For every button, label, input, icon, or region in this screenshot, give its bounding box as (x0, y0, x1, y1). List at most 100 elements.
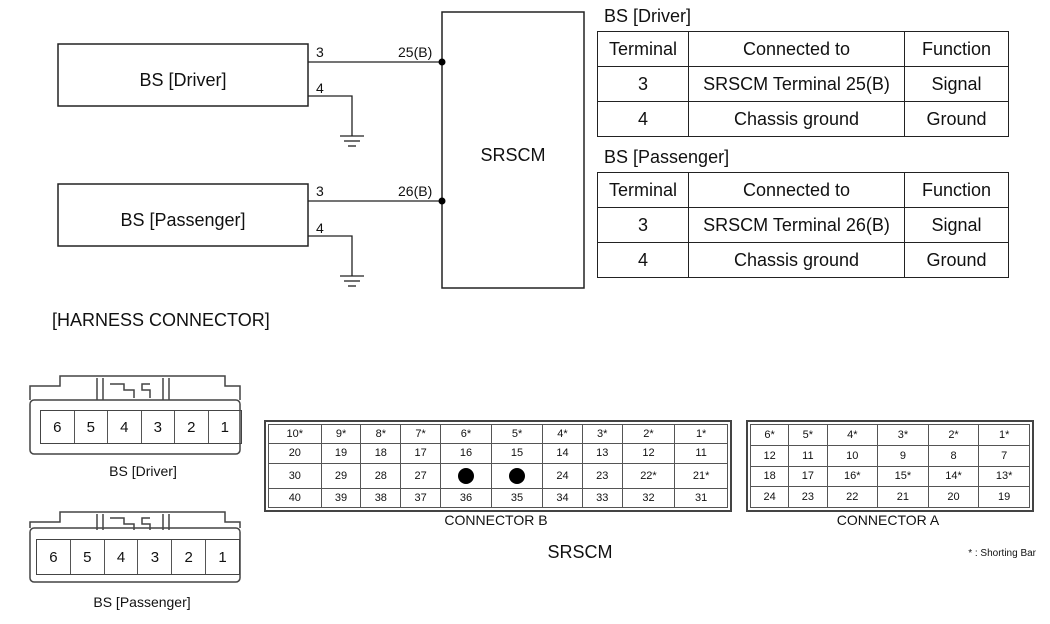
connector-pin: 13* (978, 465, 1030, 488)
srscm-box-frame (441, 11, 585, 289)
driver-terminal-table: Terminal Connected to Function 3 SRSCM T… (597, 31, 1009, 137)
connector-pin: 7* (400, 423, 441, 445)
table-header-row: Terminal Connected to Function (597, 31, 1009, 67)
passenger-pin-4-label: 4 (316, 220, 324, 236)
srscm-box-label: SRSCM (480, 145, 546, 165)
connector-pin: 9* (320, 423, 362, 445)
table-row: 4 Chassis ground Ground (597, 242, 1009, 278)
header-terminal: Terminal (597, 31, 689, 67)
table-row: 4 Chassis ground Ground (597, 101, 1009, 137)
connector-pin: 7 (978, 444, 1030, 467)
connector-pin: 38 (360, 487, 402, 509)
bs-driver-box-label: BS [Driver] (139, 70, 227, 90)
bs-passenger-connector-label: BS [Passenger] (93, 594, 191, 610)
connector-pin: 8 (927, 444, 980, 467)
connector-pin: 6* (749, 424, 790, 446)
connector-pin: 23 (788, 486, 828, 508)
connector-pin: 24 (749, 486, 790, 508)
connector-pin: 10 (826, 444, 879, 467)
driver-junction-dot (438, 58, 446, 66)
pin: 3 (138, 540, 173, 574)
connector-pin: 3* (877, 424, 929, 446)
connector-pin: 32 (621, 487, 676, 509)
connector-pin: 21 (877, 486, 929, 508)
header-function: Function (904, 172, 1009, 208)
connector-pin: 19 (320, 443, 362, 464)
bs-passenger-pin-row: 6 5 4 3 2 1 (36, 539, 240, 575)
cell: Chassis ground (688, 101, 905, 137)
pin: 2 (175, 411, 209, 443)
bs-driver-pin-row: 6 5 4 3 2 1 (40, 410, 242, 444)
connector-pin: 3* (581, 423, 623, 445)
header-function: Function (904, 31, 1009, 67)
connector-row: 6*5*4*3*2*1* (749, 424, 1030, 446)
pin: 5 (71, 540, 105, 574)
connector-pin: 29 (320, 462, 362, 489)
table-header-row: Terminal Connected to Function (597, 172, 1009, 208)
connector-pin: 34 (542, 487, 583, 509)
cell: 4 (597, 242, 689, 278)
connector-pin: 6* (439, 423, 493, 445)
pin-filled-dot (509, 467, 526, 484)
bs-passenger-connector-housing (29, 511, 241, 583)
driver-srscm-pin-label: 25(B) (398, 44, 433, 60)
pin: 6 (41, 411, 75, 443)
table-row: 3 SRSCM Terminal 26(B) Signal (597, 207, 1009, 243)
connector-pin: 16 (439, 443, 493, 464)
connector-pin: 33 (581, 487, 623, 509)
connector-pin: 14* (927, 465, 980, 488)
connector-pin: 14 (542, 443, 583, 464)
connector-pin: 35 (491, 487, 544, 509)
bs-passenger-box-label: BS [Passenger] (120, 210, 246, 230)
shorting-bar-note: * : Shorting Bar (968, 548, 1036, 559)
connector-pin: 5* (788, 424, 828, 446)
connector-pin: 4* (826, 424, 879, 446)
connector-pin: 39 (320, 487, 362, 509)
connector-pin: 1* (674, 423, 728, 445)
connector-row: 10*9*8*7*6*5*4*3*2*1* (268, 423, 728, 445)
pin: 2 (172, 540, 207, 574)
cell: Signal (904, 66, 1009, 102)
bs-passenger-box-frame (57, 183, 309, 247)
pin: 3 (142, 411, 175, 443)
connector-pin: 16* (826, 465, 879, 488)
driver-ground-wire (308, 95, 353, 136)
pin: 5 (75, 411, 108, 443)
srscm-connector-label: SRSCM (547, 542, 613, 562)
pin: 4 (105, 540, 139, 574)
connector-pin: 37 (400, 487, 441, 509)
connector-pin: 9 (877, 444, 929, 467)
connector-pin: 13 (581, 443, 623, 464)
connector-pin: 11 (788, 444, 828, 467)
connector-pin: 1* (978, 424, 1030, 446)
connector-pin: 5* (491, 423, 544, 445)
bs-driver-box-frame (57, 43, 309, 107)
driver-ground-symbol (340, 135, 364, 147)
cell: Ground (904, 101, 1009, 137)
connector-pin: 27 (400, 462, 441, 489)
cell: Signal (904, 207, 1009, 243)
cell: 3 (597, 207, 689, 243)
passenger-junction-dot (438, 197, 446, 205)
connector-pin: 10* (268, 423, 322, 445)
pin-filled-dot (458, 467, 474, 484)
connector-pin (491, 462, 544, 489)
pin: 4 (108, 411, 142, 443)
pin: 1 (220, 418, 229, 436)
connector-pin: 23 (581, 462, 623, 489)
cell: SRSCM Terminal 26(B) (688, 207, 905, 243)
connector-pin: 15 (491, 443, 544, 464)
connector-pin: 4* (542, 423, 583, 445)
cell: 3 (597, 66, 689, 102)
connector-pin: 19 (978, 486, 1030, 508)
